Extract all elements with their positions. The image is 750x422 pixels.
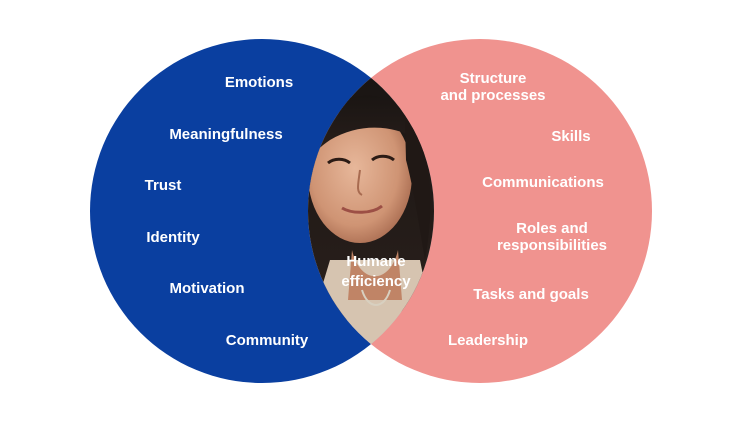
label-and-processes: and processes <box>440 87 545 104</box>
label-skills: Skills <box>551 128 590 145</box>
label-communications: Communications <box>482 174 604 191</box>
center-label-humane: Humane <box>346 253 405 270</box>
label-meaningfulness: Meaningfulness <box>169 126 282 143</box>
label-trust: Trust <box>145 177 182 194</box>
label-responsibilities: responsibilities <box>497 237 607 254</box>
label-emotions: Emotions <box>225 74 293 91</box>
center-label-efficiency: efficiency <box>341 273 411 290</box>
label-structure: Structure <box>460 70 527 87</box>
label-roles-and: Roles and <box>516 220 588 237</box>
label-community: Community <box>226 332 309 349</box>
label-motivation: Motivation <box>170 280 245 297</box>
label-tasks-and-goals: Tasks and goals <box>473 286 589 303</box>
label-identity: Identity <box>146 229 200 246</box>
label-leadership: Leadership <box>448 332 528 349</box>
